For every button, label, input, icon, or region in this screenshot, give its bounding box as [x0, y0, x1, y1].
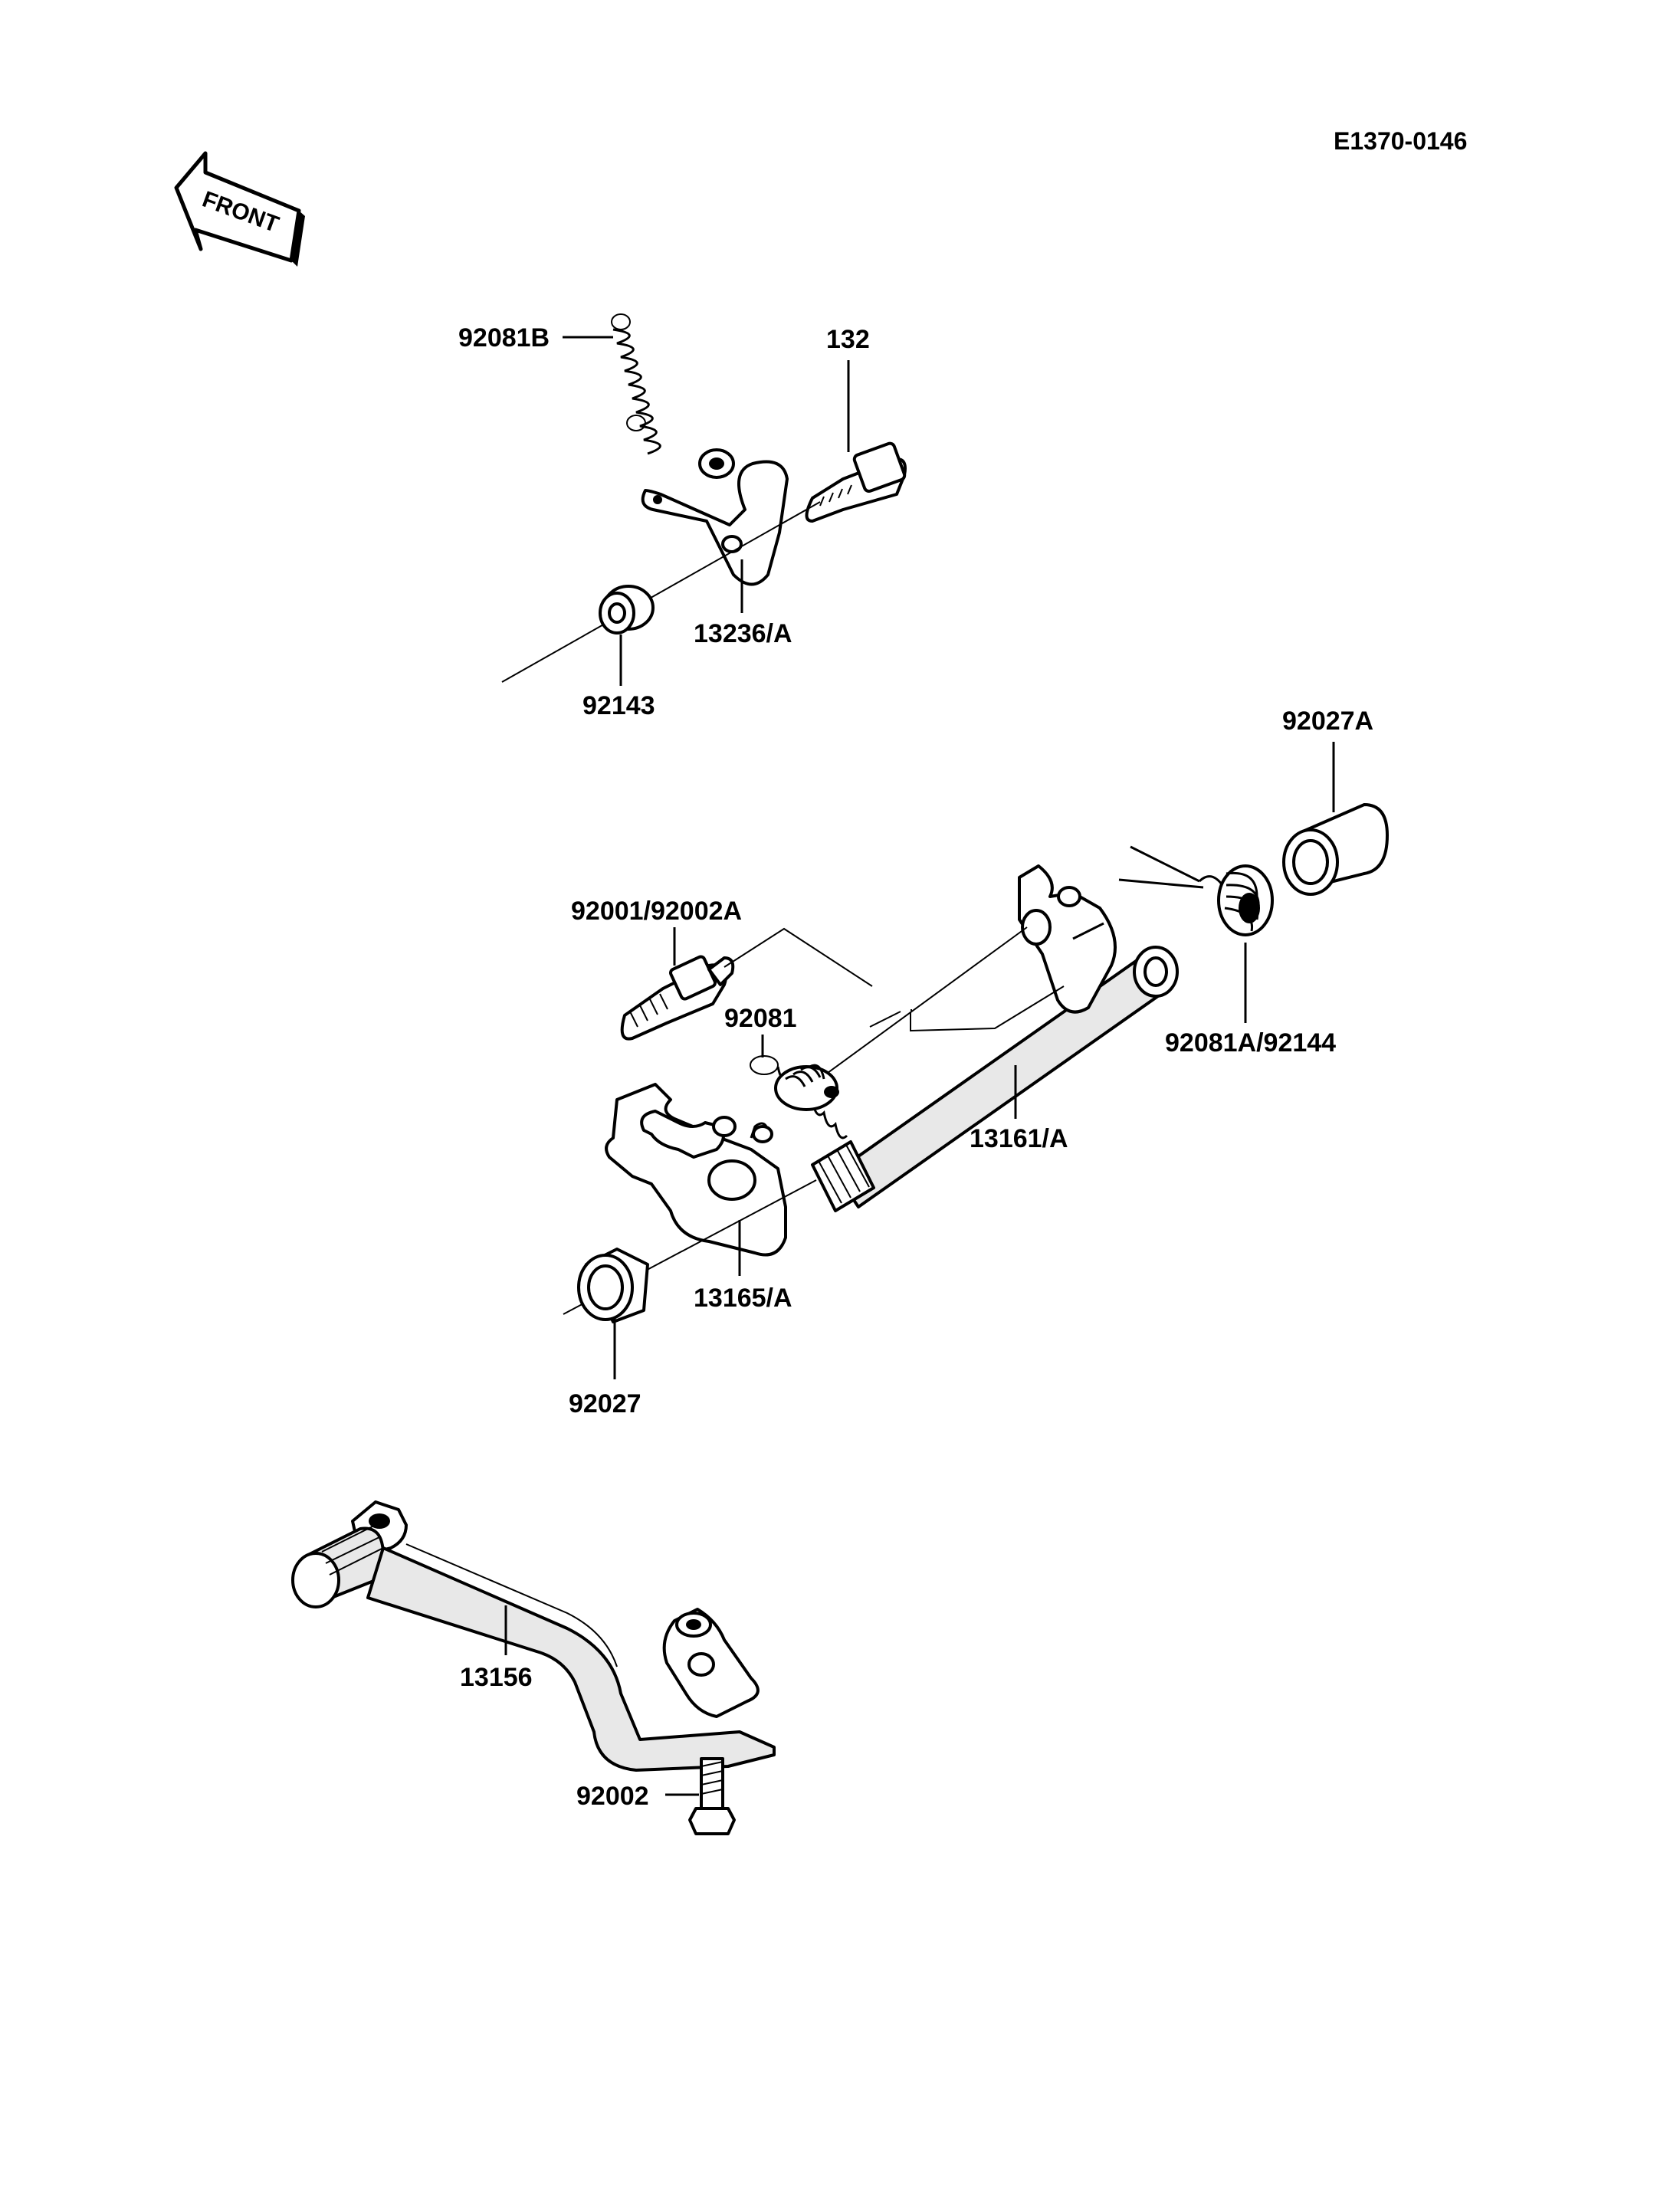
label-92001: 92001/92002A: [571, 897, 742, 926]
shift-plate-part: [605, 1083, 787, 1257]
oil-seal-right-part: [1282, 803, 1389, 896]
leader-bracket: [910, 985, 1065, 1032]
arm-plate-part: [641, 448, 789, 586]
label-92143: 92143: [582, 691, 655, 720]
spring-small-part: [750, 1055, 848, 1139]
shift-pedal-part: [291, 1500, 776, 1772]
axis-spring: [827, 926, 1028, 1074]
label-92027: 92027: [569, 1389, 641, 1418]
axis-upper: [501, 501, 821, 683]
label-92027a: 92027A: [1282, 707, 1373, 736]
return-spring-part: [1118, 845, 1274, 936]
seal-upper-part: [599, 585, 655, 635]
front-arrow-icon: FRONT: [174, 151, 305, 267]
label-92081: 92081: [724, 1004, 797, 1033]
oil-seal-left-part: [577, 1248, 649, 1323]
label-13165a: 13165/A: [694, 1284, 792, 1313]
pedal-bolt-part: [688, 1757, 736, 1835]
diagram-code: E1370-0146: [1334, 127, 1467, 155]
label-13161a: 13161/A: [970, 1124, 1068, 1153]
shift-shaft-part: [811, 864, 1179, 1212]
label-92081a: 92081A/92144: [1165, 1028, 1336, 1058]
label-92081b: 92081B: [458, 323, 550, 353]
label-132: 132: [826, 325, 870, 354]
leader-pin-to-shaft: [724, 927, 873, 987]
pin-bolt-part: [620, 955, 735, 1041]
spring-b-part: [611, 313, 661, 455]
label-13236a: 13236/A: [694, 619, 792, 648]
label-13156: 13156: [460, 1663, 533, 1692]
bolt-part: [805, 441, 907, 523]
label-92002: 92002: [576, 1782, 649, 1811]
